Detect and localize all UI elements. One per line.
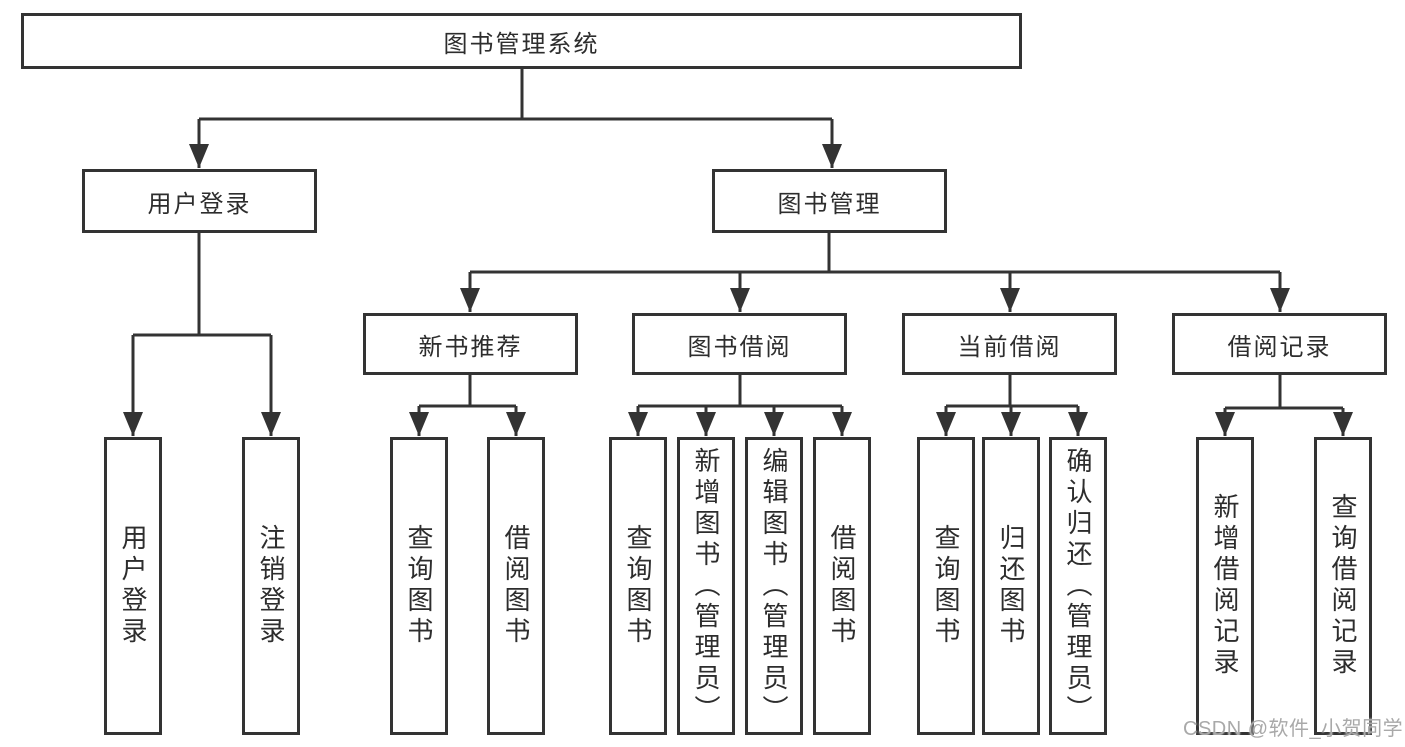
- node-borrow-records-label: 借阅记录: [1227, 333, 1332, 361]
- leaf-user-login: 用户登录: [104, 437, 162, 735]
- node-new-book-recommend: 新书推荐: [363, 313, 578, 375]
- leaf-borrow-books-recommend: 借阅图书: [487, 437, 545, 735]
- node-borrow-records: 借阅记录: [1172, 313, 1387, 375]
- root-node-label: 图书管理系统: [443, 30, 600, 58]
- node-user-login-label: 用户登录: [147, 190, 252, 218]
- leaf-query-books-current: 查询图书: [917, 437, 975, 735]
- leaf-query-books-recommend: 查询图书: [390, 437, 448, 735]
- node-book-borrow: 图书借阅: [632, 313, 847, 375]
- leaf-borrow-books-recommend-label: 借阅图书: [501, 524, 531, 648]
- node-book-borrow-label: 图书借阅: [687, 333, 792, 361]
- leaf-query-books-borrow-label: 查询图书: [623, 524, 653, 648]
- leaf-add-borrow-record: 新增借阅记录: [1196, 437, 1254, 735]
- leaf-edit-book-admin-label: 编辑图书（管理员）: [759, 446, 789, 726]
- leaf-add-book-admin: 新增图书（管理员）: [677, 437, 735, 735]
- node-current-borrow-label: 当前借阅: [957, 333, 1062, 361]
- leaf-user-login-label: 用户登录: [118, 524, 148, 648]
- node-user-login: 用户登录: [82, 169, 317, 233]
- leaf-query-books-borrow: 查询图书: [609, 437, 667, 735]
- leaf-logout: 注销登录: [242, 437, 300, 735]
- leaf-query-books-recommend-label: 查询图书: [404, 524, 434, 648]
- node-new-book-recommend-label: 新书推荐: [418, 333, 523, 361]
- root-node-library-management-system: 图书管理系统: [21, 13, 1022, 69]
- leaf-add-book-admin-label: 新增图书（管理员）: [691, 446, 721, 726]
- leaf-query-borrow-record: 查询借阅记录: [1314, 437, 1372, 735]
- node-book-management-label: 图书管理: [777, 190, 882, 218]
- leaf-confirm-return-admin-label: 确认归还（管理员）: [1063, 446, 1093, 726]
- leaf-add-borrow-record-label: 新增借阅记录: [1210, 493, 1240, 679]
- node-current-borrow: 当前借阅: [902, 313, 1117, 375]
- leaf-edit-book-admin: 编辑图书（管理员）: [745, 437, 803, 735]
- leaf-return-book: 归还图书: [982, 437, 1040, 735]
- leaf-borrow-books-borrow-label: 借阅图书: [827, 524, 857, 648]
- leaf-return-book-label: 归还图书: [996, 524, 1026, 648]
- watermark: CSDN @软件_小贺同学: [1183, 718, 1404, 740]
- leaf-query-books-current-label: 查询图书: [931, 524, 961, 648]
- leaf-logout-label: 注销登录: [256, 524, 286, 648]
- leaf-borrow-books-borrow: 借阅图书: [813, 437, 871, 735]
- leaf-query-borrow-record-label: 查询借阅记录: [1328, 493, 1358, 679]
- node-book-management: 图书管理: [712, 169, 947, 233]
- leaf-confirm-return-admin: 确认归还（管理员）: [1049, 437, 1107, 735]
